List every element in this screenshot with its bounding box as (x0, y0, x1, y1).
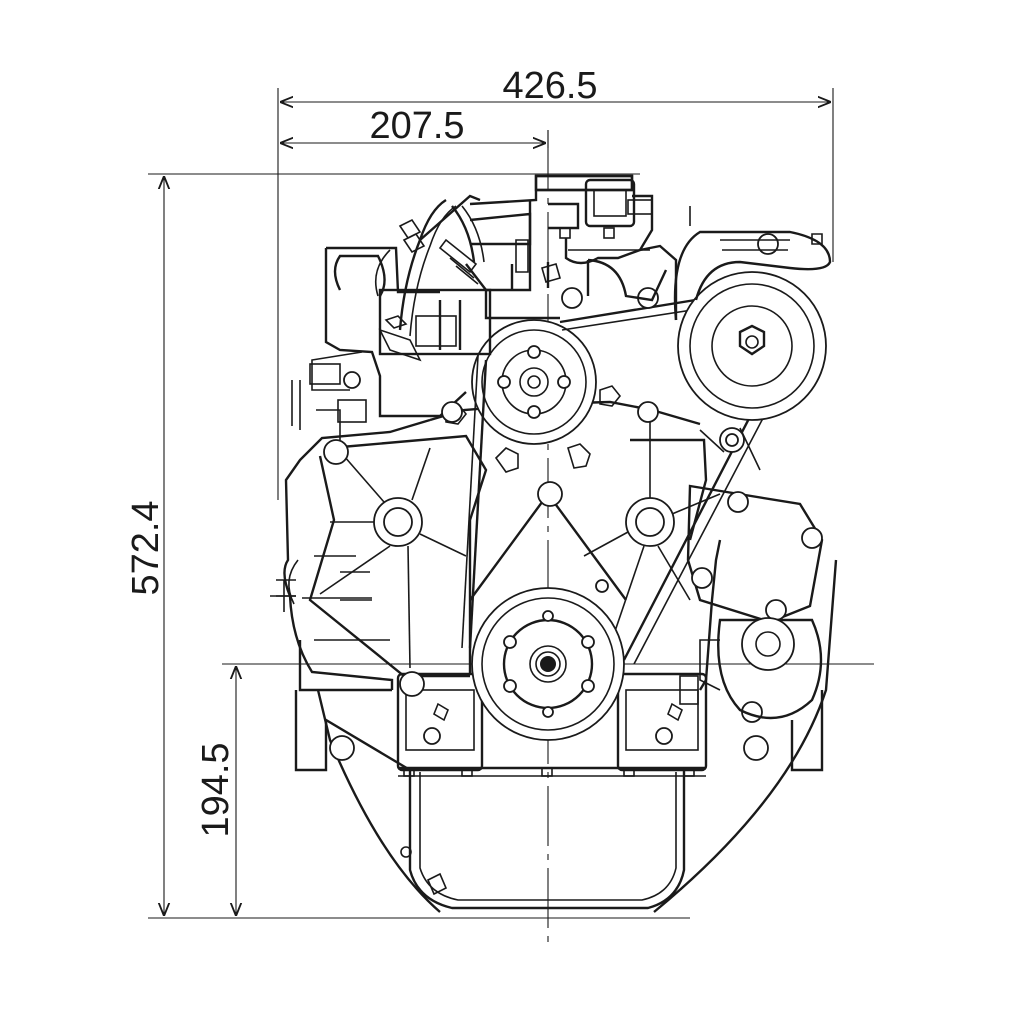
dim-label-crank-height: 194.5 (195, 742, 237, 837)
thermostat-housing (469, 174, 678, 320)
crankshaft-pulley (471, 587, 625, 741)
alternator-bracket (686, 427, 824, 624)
dim-label-crank-to-left: 207.5 (369, 105, 464, 147)
oil-pan-bolts (403, 767, 695, 777)
right-engine-mount (790, 690, 824, 772)
dimension-lines (148, 88, 874, 950)
starter-motor (699, 617, 823, 720)
cylinder-head (291, 246, 659, 440)
fuel-injection-lines (378, 194, 487, 362)
alternator-pulley (673, 206, 832, 421)
engine-outline (270, 174, 838, 913)
oil-pan (408, 770, 686, 910)
left-engine-mount (294, 690, 411, 772)
water-pump-pulley (445, 319, 622, 473)
dim-label-overall-width: 426.5 (502, 65, 597, 107)
dim-label-overall-height: 572.4 (125, 500, 167, 595)
